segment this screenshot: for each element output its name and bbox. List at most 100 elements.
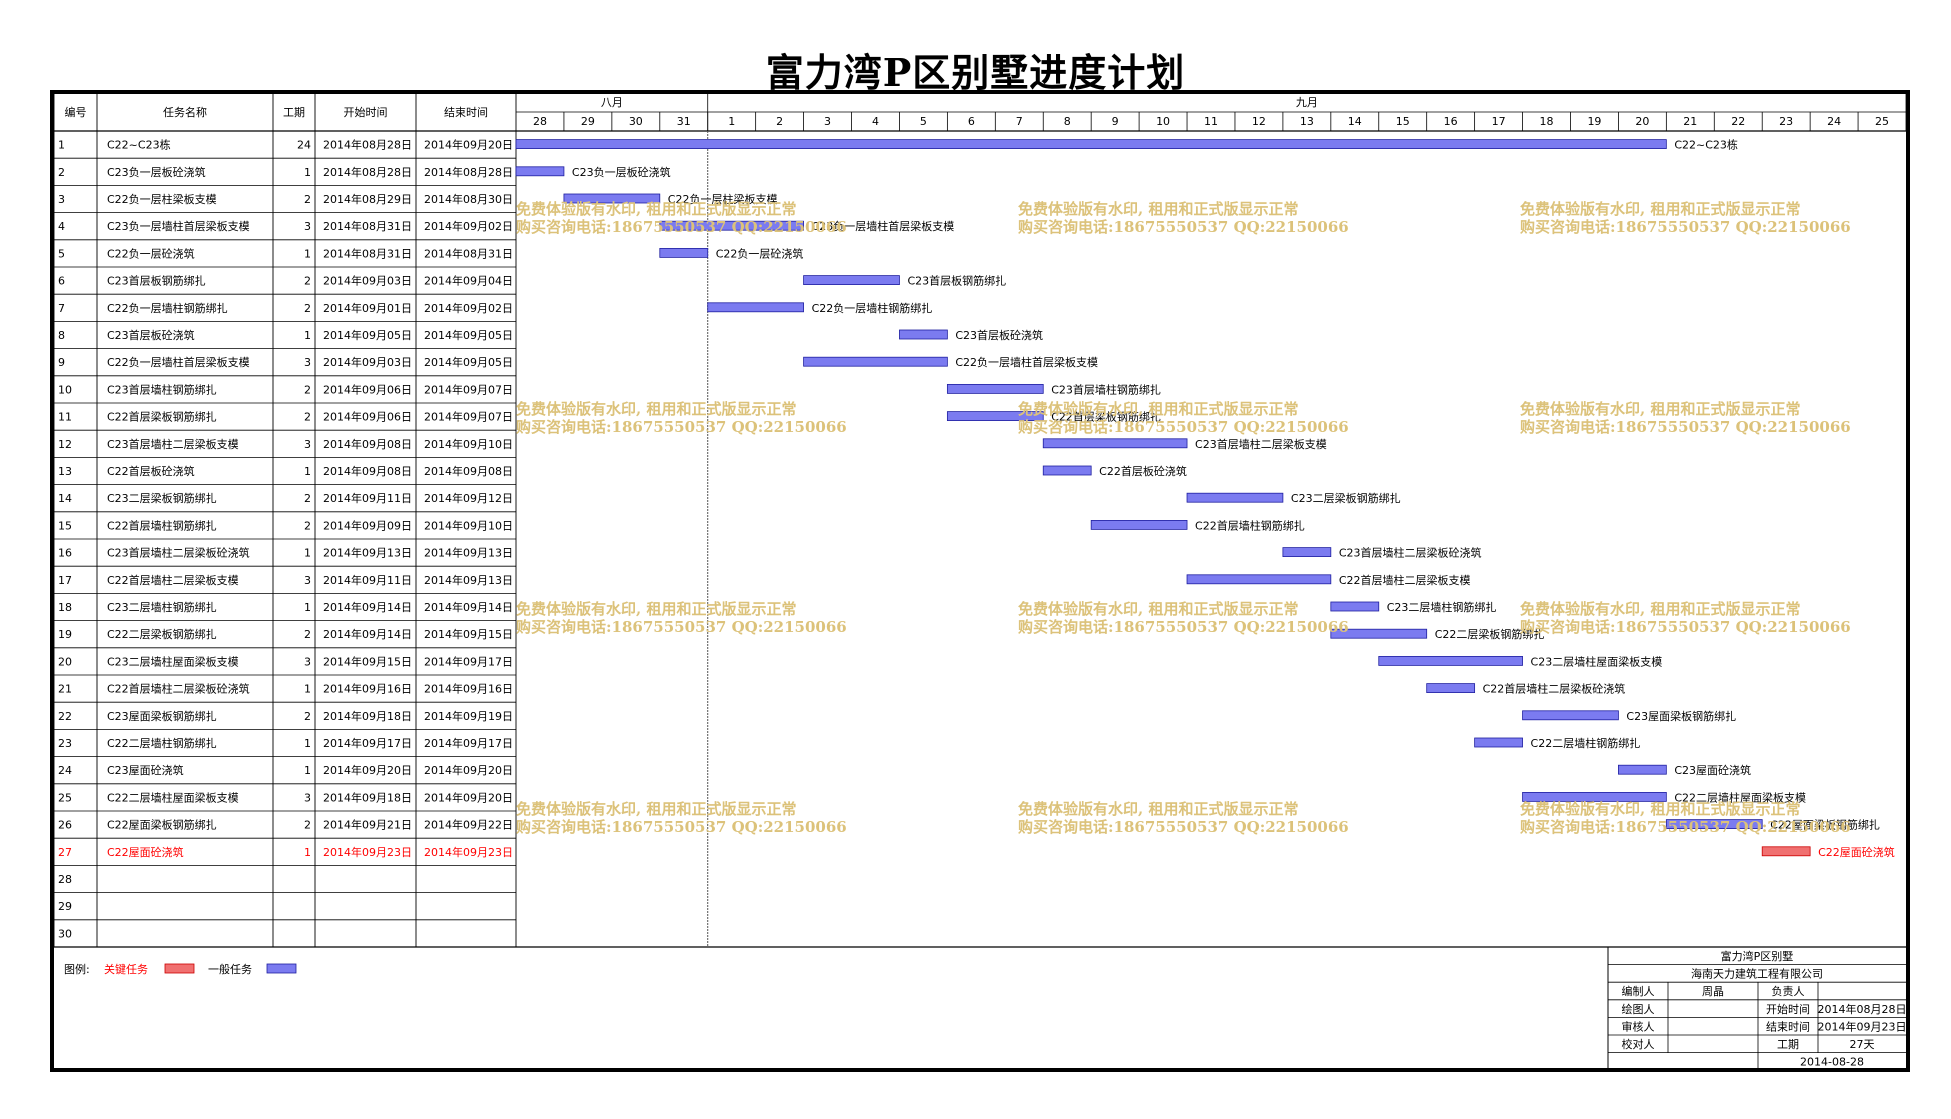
day-label: 16 <box>1444 115 1458 128</box>
task-bar <box>1426 683 1476 693</box>
task-end: 2014年09月20日 <box>424 790 513 804</box>
task-id: 11 <box>58 411 72 424</box>
task-duration: 2 <box>304 411 311 424</box>
task-end: 2014年09月20日 <box>424 138 513 152</box>
task-duration: 1 <box>304 329 311 342</box>
bar-label: C22负一层墙柱首层梁板支模 <box>955 355 1098 369</box>
info-duration: 27天 <box>1850 1038 1875 1051</box>
task-duration: 3 <box>304 574 311 587</box>
task-id: 16 <box>58 547 72 560</box>
task-duration: 3 <box>304 791 311 804</box>
bar-label: C23负一层板砼浇筑 <box>572 165 671 179</box>
watermark-line2: 购买咨询电话:18675550537 QQ:22150066 <box>516 218 847 236</box>
task-start: 2014年09月08日 <box>323 464 412 478</box>
task-end: 2014年09月07日 <box>424 382 513 396</box>
task-bar <box>1665 819 1763 829</box>
day-label: 19 <box>1587 115 1601 128</box>
info-project: 富力湾P区别墅 <box>1721 949 1794 963</box>
day-label: 5 <box>920 115 927 128</box>
task-end: 2014年09月04日 <box>424 274 513 288</box>
legend-label: 图例: <box>64 962 90 976</box>
bar-label: C22首层墙柱二层梁板砼浇筑 <box>1483 682 1626 696</box>
task-duration: 1 <box>304 846 311 859</box>
task-id: 6 <box>58 275 65 288</box>
task-bar <box>946 411 1044 422</box>
task-start: 2014年08月28日 <box>323 138 412 152</box>
day-label: 23 <box>1779 115 1793 128</box>
task-bar <box>1474 737 1523 748</box>
watermark-line1: 免费体验版有水印, 租用和正式版显示正常 <box>516 200 796 218</box>
task-id: 12 <box>58 438 72 451</box>
task-bar <box>563 193 661 204</box>
task-end: 2014年08月30日 <box>424 192 513 206</box>
day-label: 25 <box>1875 115 1889 128</box>
bar-label: C23二层梁板钢筋绑扎 <box>1291 491 1401 505</box>
legend-critical-label: 关键任务 <box>104 962 148 976</box>
task-id: 22 <box>58 710 72 723</box>
gantt-frame <box>50 90 1910 1072</box>
watermark-line2: 购买咨询电话:18675550537 QQ:22150066 <box>1018 418 1349 436</box>
day-label: 22 <box>1731 115 1745 128</box>
task-end: 2014年09月08日 <box>424 464 513 478</box>
task-end: 2014年08月31日 <box>424 246 513 260</box>
task-id: 30 <box>58 927 72 940</box>
task-end: 2014年09月16日 <box>424 682 513 696</box>
task-bar <box>1186 492 1284 503</box>
task-end: 2014年09月13日 <box>424 573 513 587</box>
table-header: 任务名称 <box>163 105 207 119</box>
task-start: 2014年09月08日 <box>323 437 412 451</box>
task-id: 17 <box>58 574 72 587</box>
task-end: 2014年09月07日 <box>424 410 513 424</box>
task-duration: 2 <box>304 302 311 315</box>
bar-label: C22首层墙柱钢筋绑扎 <box>1195 518 1305 532</box>
table-header: 结束时间 <box>444 106 488 119</box>
task-name: C23首层墙柱钢筋绑扎 <box>107 382 217 396</box>
bar-label: C23屋面梁板钢筋绑扎 <box>1626 709 1736 723</box>
task-start: 2014年09月05日 <box>323 328 412 342</box>
task-name: C23二层墙柱钢筋绑扎 <box>107 600 217 614</box>
task-id: 15 <box>58 519 72 532</box>
bar-label: C23首层板砼浇筑 <box>955 328 1043 342</box>
task-bar <box>659 247 709 258</box>
task-start: 2014年09月11日 <box>323 491 412 505</box>
table-header: 开始时间 <box>344 105 388 119</box>
watermark-line2: 购买咨询电话:18675550537 QQ:22150066 <box>516 618 847 636</box>
task-duration: 2 <box>304 492 311 505</box>
task-duration: 2 <box>304 275 311 288</box>
task-name: C23首层板钢筋绑扎 <box>107 274 206 288</box>
task-duration: 2 <box>304 383 311 396</box>
task-name: C22首层墙柱钢筋绑扎 <box>107 518 217 532</box>
bar-label: C23屋面砼浇筑 <box>1674 763 1751 777</box>
chart-title: 富力湾P区别墅进度计划 <box>765 50 1186 95</box>
task-id: 7 <box>58 302 65 315</box>
day-label: 6 <box>968 115 975 128</box>
info-start-label: 开始时间 <box>1766 1002 1810 1016</box>
month-label: 八月 <box>601 96 623 109</box>
task-bar <box>1042 465 1092 476</box>
watermark-line1: 免费体验版有水印, 租用和正式版显示正常 <box>1018 200 1298 218</box>
day-label: 4 <box>872 115 879 128</box>
task-bar <box>1330 628 1428 639</box>
task-id: 1 <box>58 139 65 152</box>
task-start: 2014年09月09日 <box>323 518 412 532</box>
task-start: 2014年09月20日 <box>323 763 412 777</box>
watermark-line1: 免费体验版有水印, 租用和正式版显示正常 <box>1018 600 1298 618</box>
bar-label: C23负一层墙柱首层梁板支模 <box>812 219 955 233</box>
task-name: C23屋面砼浇筑 <box>107 763 184 777</box>
task-bar <box>1761 846 1811 857</box>
task-name: C22二层墙柱钢筋绑扎 <box>107 736 217 750</box>
task-start: 2014年09月13日 <box>323 546 412 560</box>
task-end: 2014年09月14日 <box>424 600 513 614</box>
task-duration: 1 <box>304 601 311 614</box>
legend-critical-swatch <box>164 963 195 974</box>
task-id: 13 <box>58 465 72 478</box>
task-name: C22首层板砼浇筑 <box>107 464 195 478</box>
watermark-line1: 免费体验版有水印, 租用和正式版显示正常 <box>1018 400 1298 418</box>
watermark-line2: 购买咨询电话:18675550537 QQ:22150066 <box>1520 618 1851 636</box>
task-duration: 1 <box>304 547 311 560</box>
task-end: 2014年09月15日 <box>424 627 513 641</box>
task-duration: 2 <box>304 519 311 532</box>
task-bar <box>1618 764 1667 775</box>
task-id: 8 <box>58 329 65 342</box>
task-id: 20 <box>58 655 72 668</box>
